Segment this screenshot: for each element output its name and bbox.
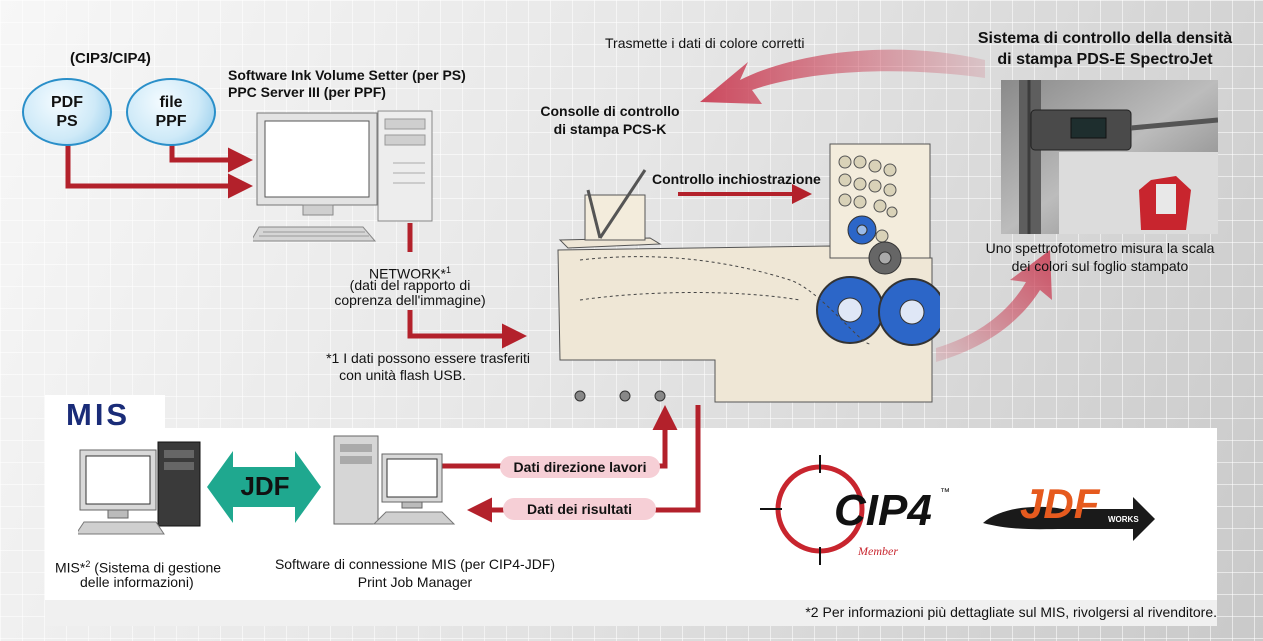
spectro-caption1: Uno spettrofotometro misura la scala <box>985 240 1215 256</box>
spectro-caption2: dei colori sul foglio stampato <box>1011 258 1189 274</box>
arrow-ppf-to-pc <box>169 143 253 173</box>
network-detail1: (dati del rapporto di <box>349 277 471 293</box>
spectrophotometer-photo <box>1001 80 1218 234</box>
pdf-ps-bubble: PDF PS <box>22 78 112 146</box>
mis-caption1: MIS*2 (Sistema di gestione <box>55 559 222 576</box>
results-data-pill: Dati dei risultati <box>503 498 656 520</box>
cip4-tm: ™ <box>940 487 950 498</box>
jdf-works-subtext: WORKS <box>1108 515 1139 524</box>
software-line1: Software Ink Volume Setter (per PS) <box>228 67 466 83</box>
file-ppf-bubble: file PPF <box>126 78 216 146</box>
mis-title: MIS <box>66 397 131 432</box>
network-detail2: coprenza dell'immagine) <box>334 292 486 308</box>
pds-title-line1: Sistema di controllo della densità <box>977 30 1233 47</box>
note2: *2 Per informazioni più dettagliate sul … <box>805 604 1217 620</box>
console-line2: di stampa PCS-K <box>553 121 667 137</box>
connection-caption2: Print Job Manager <box>357 574 473 590</box>
job-data-pill: Dati direzione lavori <box>500 456 660 478</box>
printing-press-icon <box>557 143 940 403</box>
jdf-works-logo-text: JDF <box>1020 480 1100 527</box>
jdf-label: JDF <box>240 471 290 501</box>
jdf-double-arrow <box>207 451 321 523</box>
footnote-bar <box>45 600 1217 626</box>
cip4-member: Member <box>858 544 898 558</box>
connection-caption1: Software di connessione MIS (per CIP4-JD… <box>274 556 556 572</box>
mis-computer-icon <box>78 441 201 535</box>
jdf-works-logo <box>983 497 1155 541</box>
cip4-logo <box>760 455 865 565</box>
ink-setter-computer-icon <box>253 110 433 242</box>
mis-caption2: delle informazioni) <box>80 574 194 590</box>
cip4-logo-text: CIP4 <box>834 486 932 535</box>
network-label: NETWORK*1 <box>368 265 451 282</box>
transmit-label: Trasmette i dati di colore corretti <box>605 35 805 51</box>
arrow-spectro <box>936 250 1052 362</box>
software-line2: PPC Server III (per PPF) <box>228 84 386 100</box>
arrow-transmit-color <box>700 49 985 104</box>
arrow-pdf-to-pc <box>65 143 253 199</box>
cip-label: (CIP3/CIP4) <box>70 50 151 67</box>
mis-tab <box>45 395 165 435</box>
console-line1: Consolle di controllo <box>540 103 680 119</box>
note1-line2: con unità flash USB. <box>339 367 466 383</box>
ink-control-label: Controllo inchiostrazione <box>652 171 821 187</box>
connection-computer-icon <box>333 435 456 525</box>
arrow-network-to-console <box>407 310 527 349</box>
note1-line1: *1 I dati possono essere trasferiti <box>326 350 530 366</box>
pds-title-line2: di stampa PDS-E SpectroJet <box>997 51 1213 68</box>
